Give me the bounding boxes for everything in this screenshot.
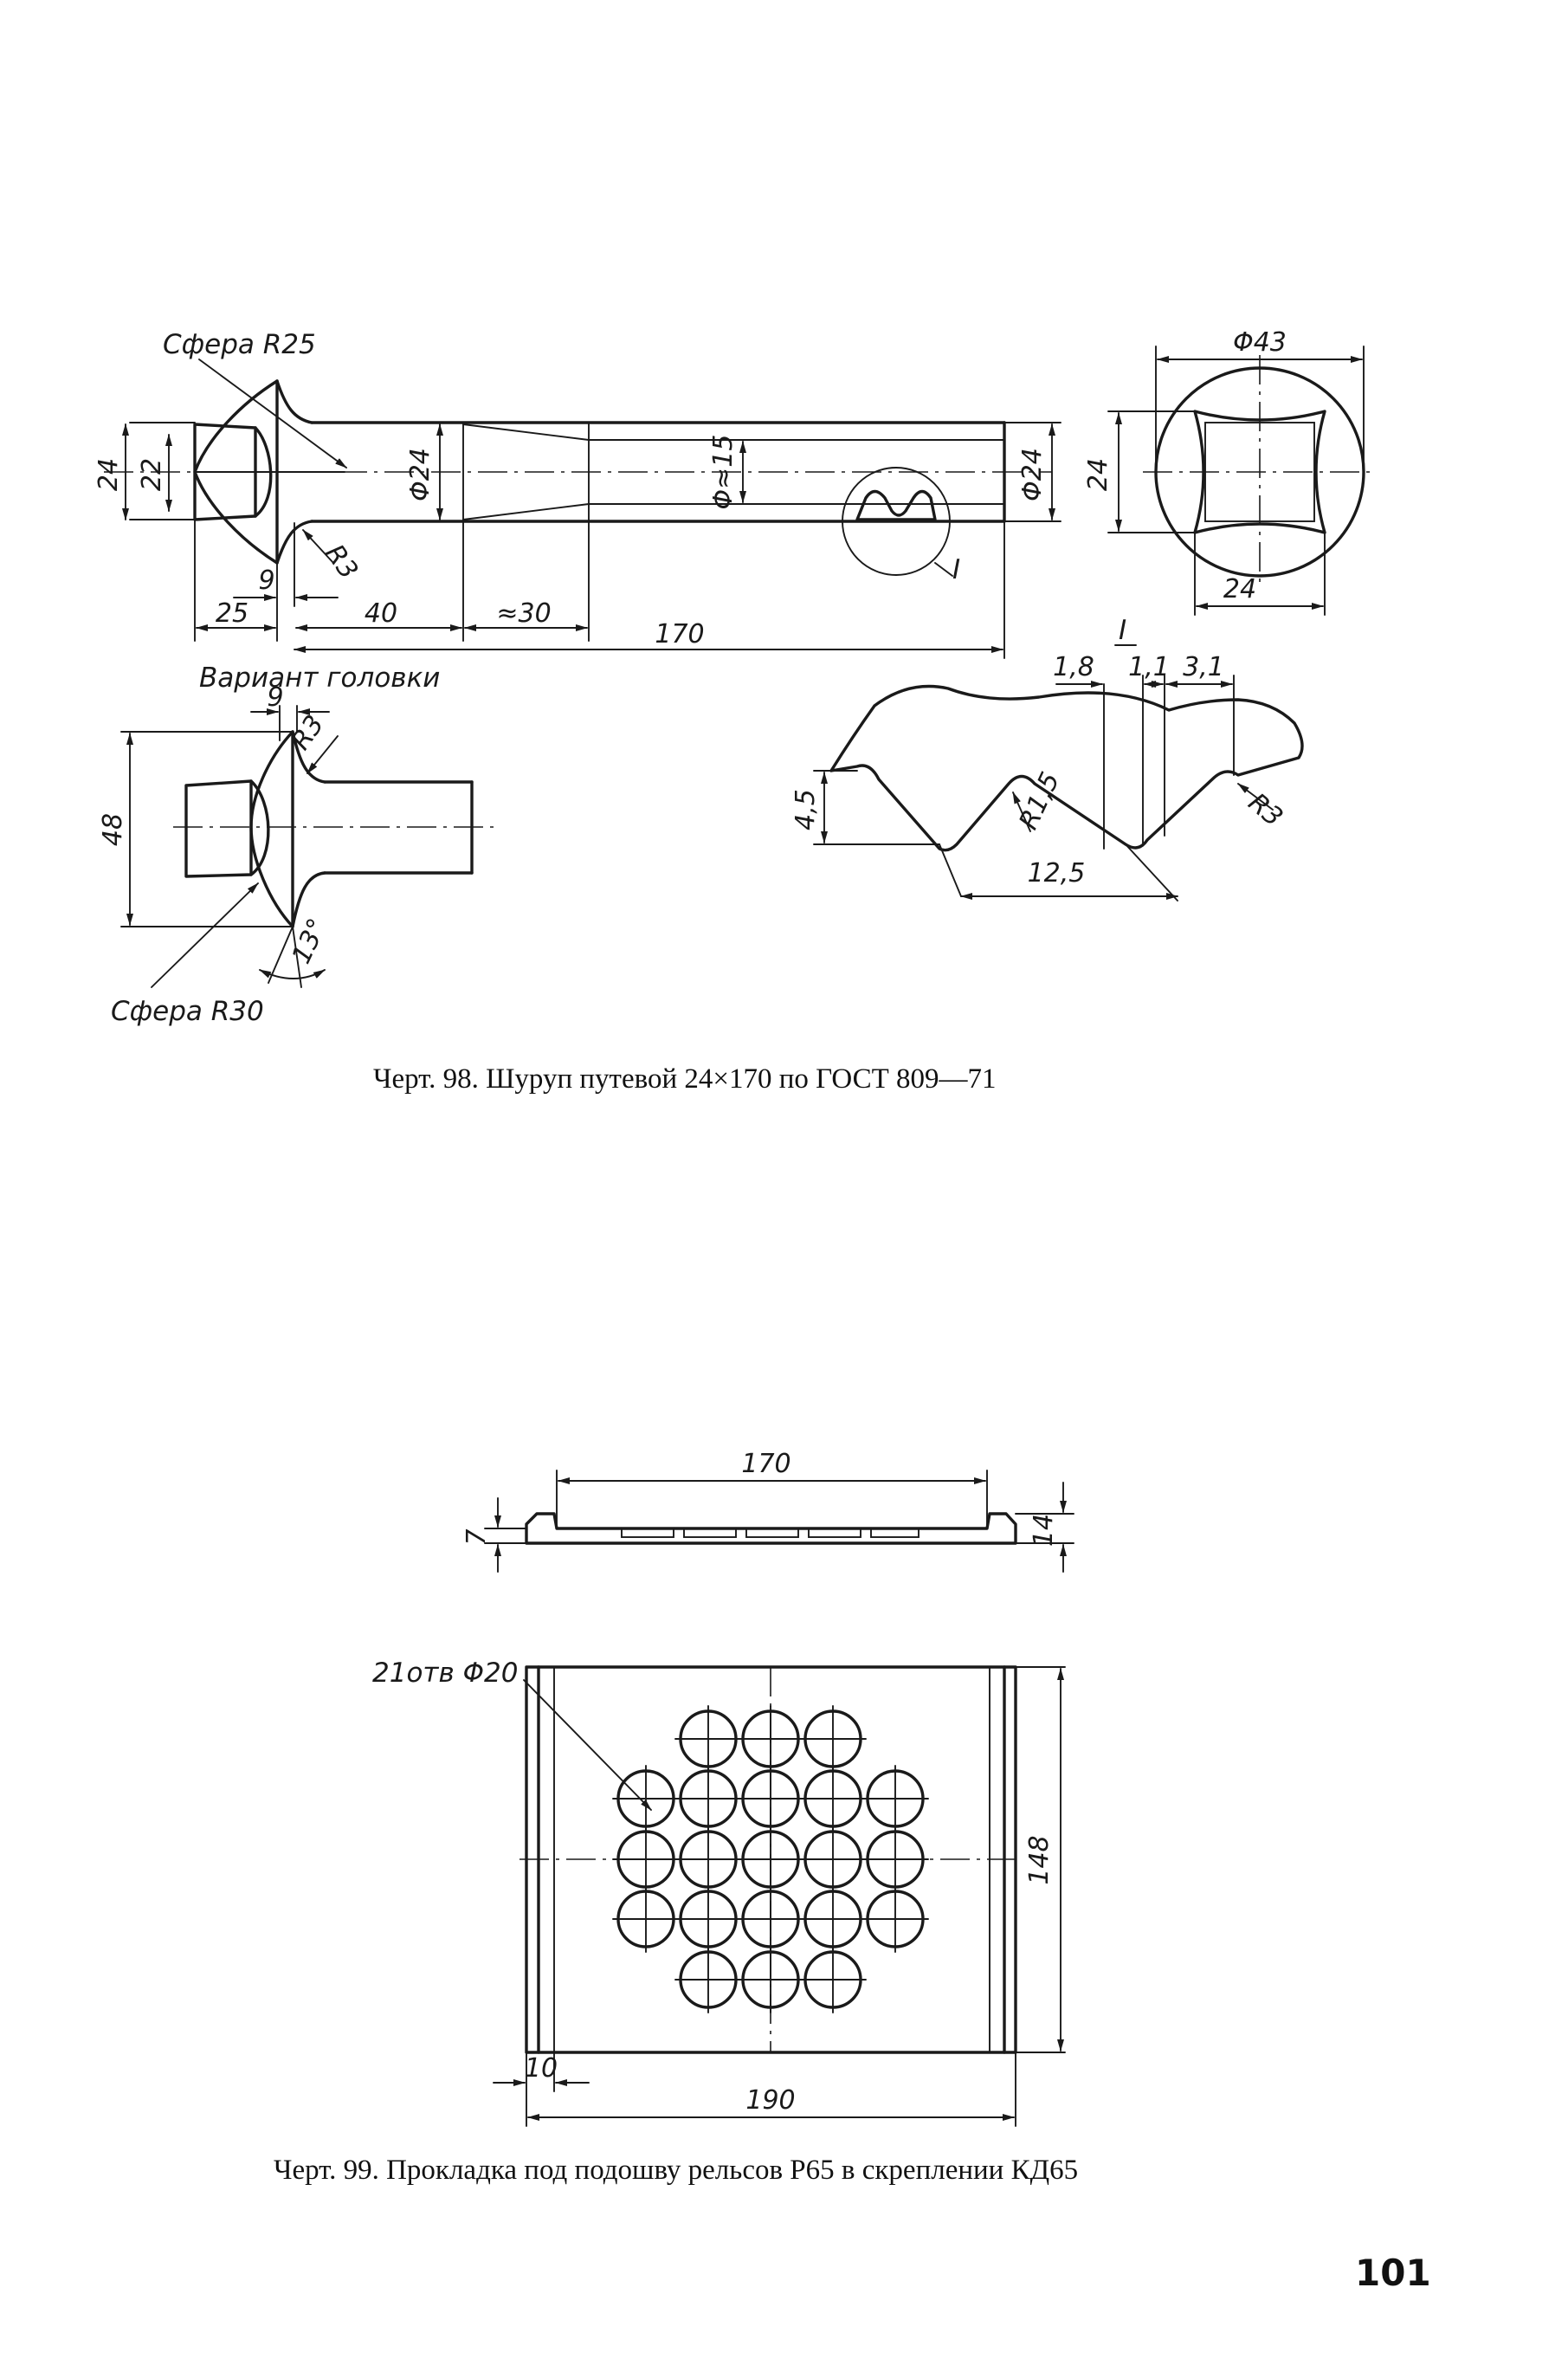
detail-marker-main: I — [952, 554, 960, 585]
dim-phi24-shank: Φ24 — [405, 448, 436, 501]
sphere-r30-label: Сфера R30 — [111, 996, 264, 1027]
pad-section-groove-3 — [745, 1528, 799, 1538]
dim-10: 10 — [525, 2053, 558, 2084]
thread-profile-section — [829, 684, 1304, 852]
taper-lines — [462, 423, 590, 520]
dim-1-1: 1,1 — [1128, 652, 1170, 682]
pad-section-groove-4 — [808, 1528, 861, 1538]
variant-head-sphere-arc — [249, 779, 270, 876]
dim-9-variant: 9 — [267, 682, 283, 713]
page-number: 101 — [1355, 2252, 1431, 2294]
dim-24-end-vertical: 24 — [1083, 458, 1113, 491]
pad-section-view: 170 7 14 — [461, 1449, 1074, 1573]
variant-fillet-top — [291, 730, 326, 784]
variant-fillet-bottom — [291, 871, 326, 928]
pad-plan-view: 148 10 190 21отв Φ20 — [372, 1657, 1066, 2127]
dim-14: 14 — [1029, 1514, 1059, 1547]
pad-section-groove-1 — [621, 1528, 674, 1538]
detail-thread-profile — [855, 489, 937, 521]
dim-phi15-root: Φ≈15 — [708, 435, 739, 510]
dim-40: 40 — [365, 598, 397, 629]
dim-7: 7 — [461, 1528, 492, 1545]
screw-end-view: Φ43 24 24 — [1083, 327, 1377, 616]
figure-99-caption: Черт. 99. Прокладка под подошву рельсов … — [274, 2155, 1079, 2186]
dim-24-head: 24 — [94, 458, 124, 491]
dim-22-head: 22 — [137, 458, 167, 491]
dim-170-screw: 170 — [655, 619, 704, 649]
thread-detail-i: 1,8 1,1 3,1 4,5 R1,5 R3 12,5 — [790, 652, 1304, 901]
detail-i-circle — [842, 467, 951, 576]
screw-head-fillet-top — [275, 379, 313, 424]
figure-98-caption: Черт. 98. Шуруп путевой 24×170 по ГОСТ 8… — [373, 1063, 997, 1095]
dim-48: 48 — [98, 813, 128, 846]
head-variant-label: Вариант головки — [199, 662, 440, 694]
head-height-dims: 24 22 — [94, 422, 196, 520]
dim-r3-detail: R3 — [1242, 787, 1288, 832]
dim-4-5: 4,5 — [790, 789, 821, 830]
head-variant-view: 9 R3 48 13° Сфера R30 — [98, 682, 494, 1027]
holes-label: 21отв Φ20 — [372, 1657, 518, 1689]
dim-30: ≈30 — [496, 598, 551, 629]
pad-section-groove-2 — [683, 1528, 737, 1538]
detail-i-title: I — [1119, 615, 1126, 646]
screw-main-view — [104, 379, 1052, 576]
dim-25: 25 — [216, 598, 248, 629]
variant-head-recess — [184, 779, 253, 878]
dim-9-main: 9 — [258, 565, 274, 596]
dim-r3-main: R3 — [319, 540, 364, 585]
length-dims: 9 25 40 ≈30 170 — [194, 519, 1005, 659]
screw-head-fillet-bottom — [275, 520, 313, 565]
pad-section-groove-5 — [870, 1528, 920, 1538]
pad-holes — [612, 1705, 929, 2013]
dim-phi24-end: Φ24 — [1017, 448, 1048, 501]
dim-190: 190 — [745, 2085, 795, 2116]
dim-3-1: 3,1 — [1183, 652, 1224, 682]
sphere-r25-label: Сфера R25 — [163, 329, 316, 360]
variant-head-dome — [249, 730, 294, 928]
dim-148: 148 — [1024, 1835, 1055, 1884]
dim-phi43: Φ43 — [1233, 327, 1287, 358]
dim-24-end-horizontal: 24 — [1223, 574, 1256, 604]
dim-12-5: 12,5 — [1028, 858, 1086, 889]
dim-170-pad: 170 — [741, 1449, 790, 1479]
dim-1-8: 1,8 — [1053, 652, 1094, 682]
sphere-r25-leader — [198, 359, 347, 468]
